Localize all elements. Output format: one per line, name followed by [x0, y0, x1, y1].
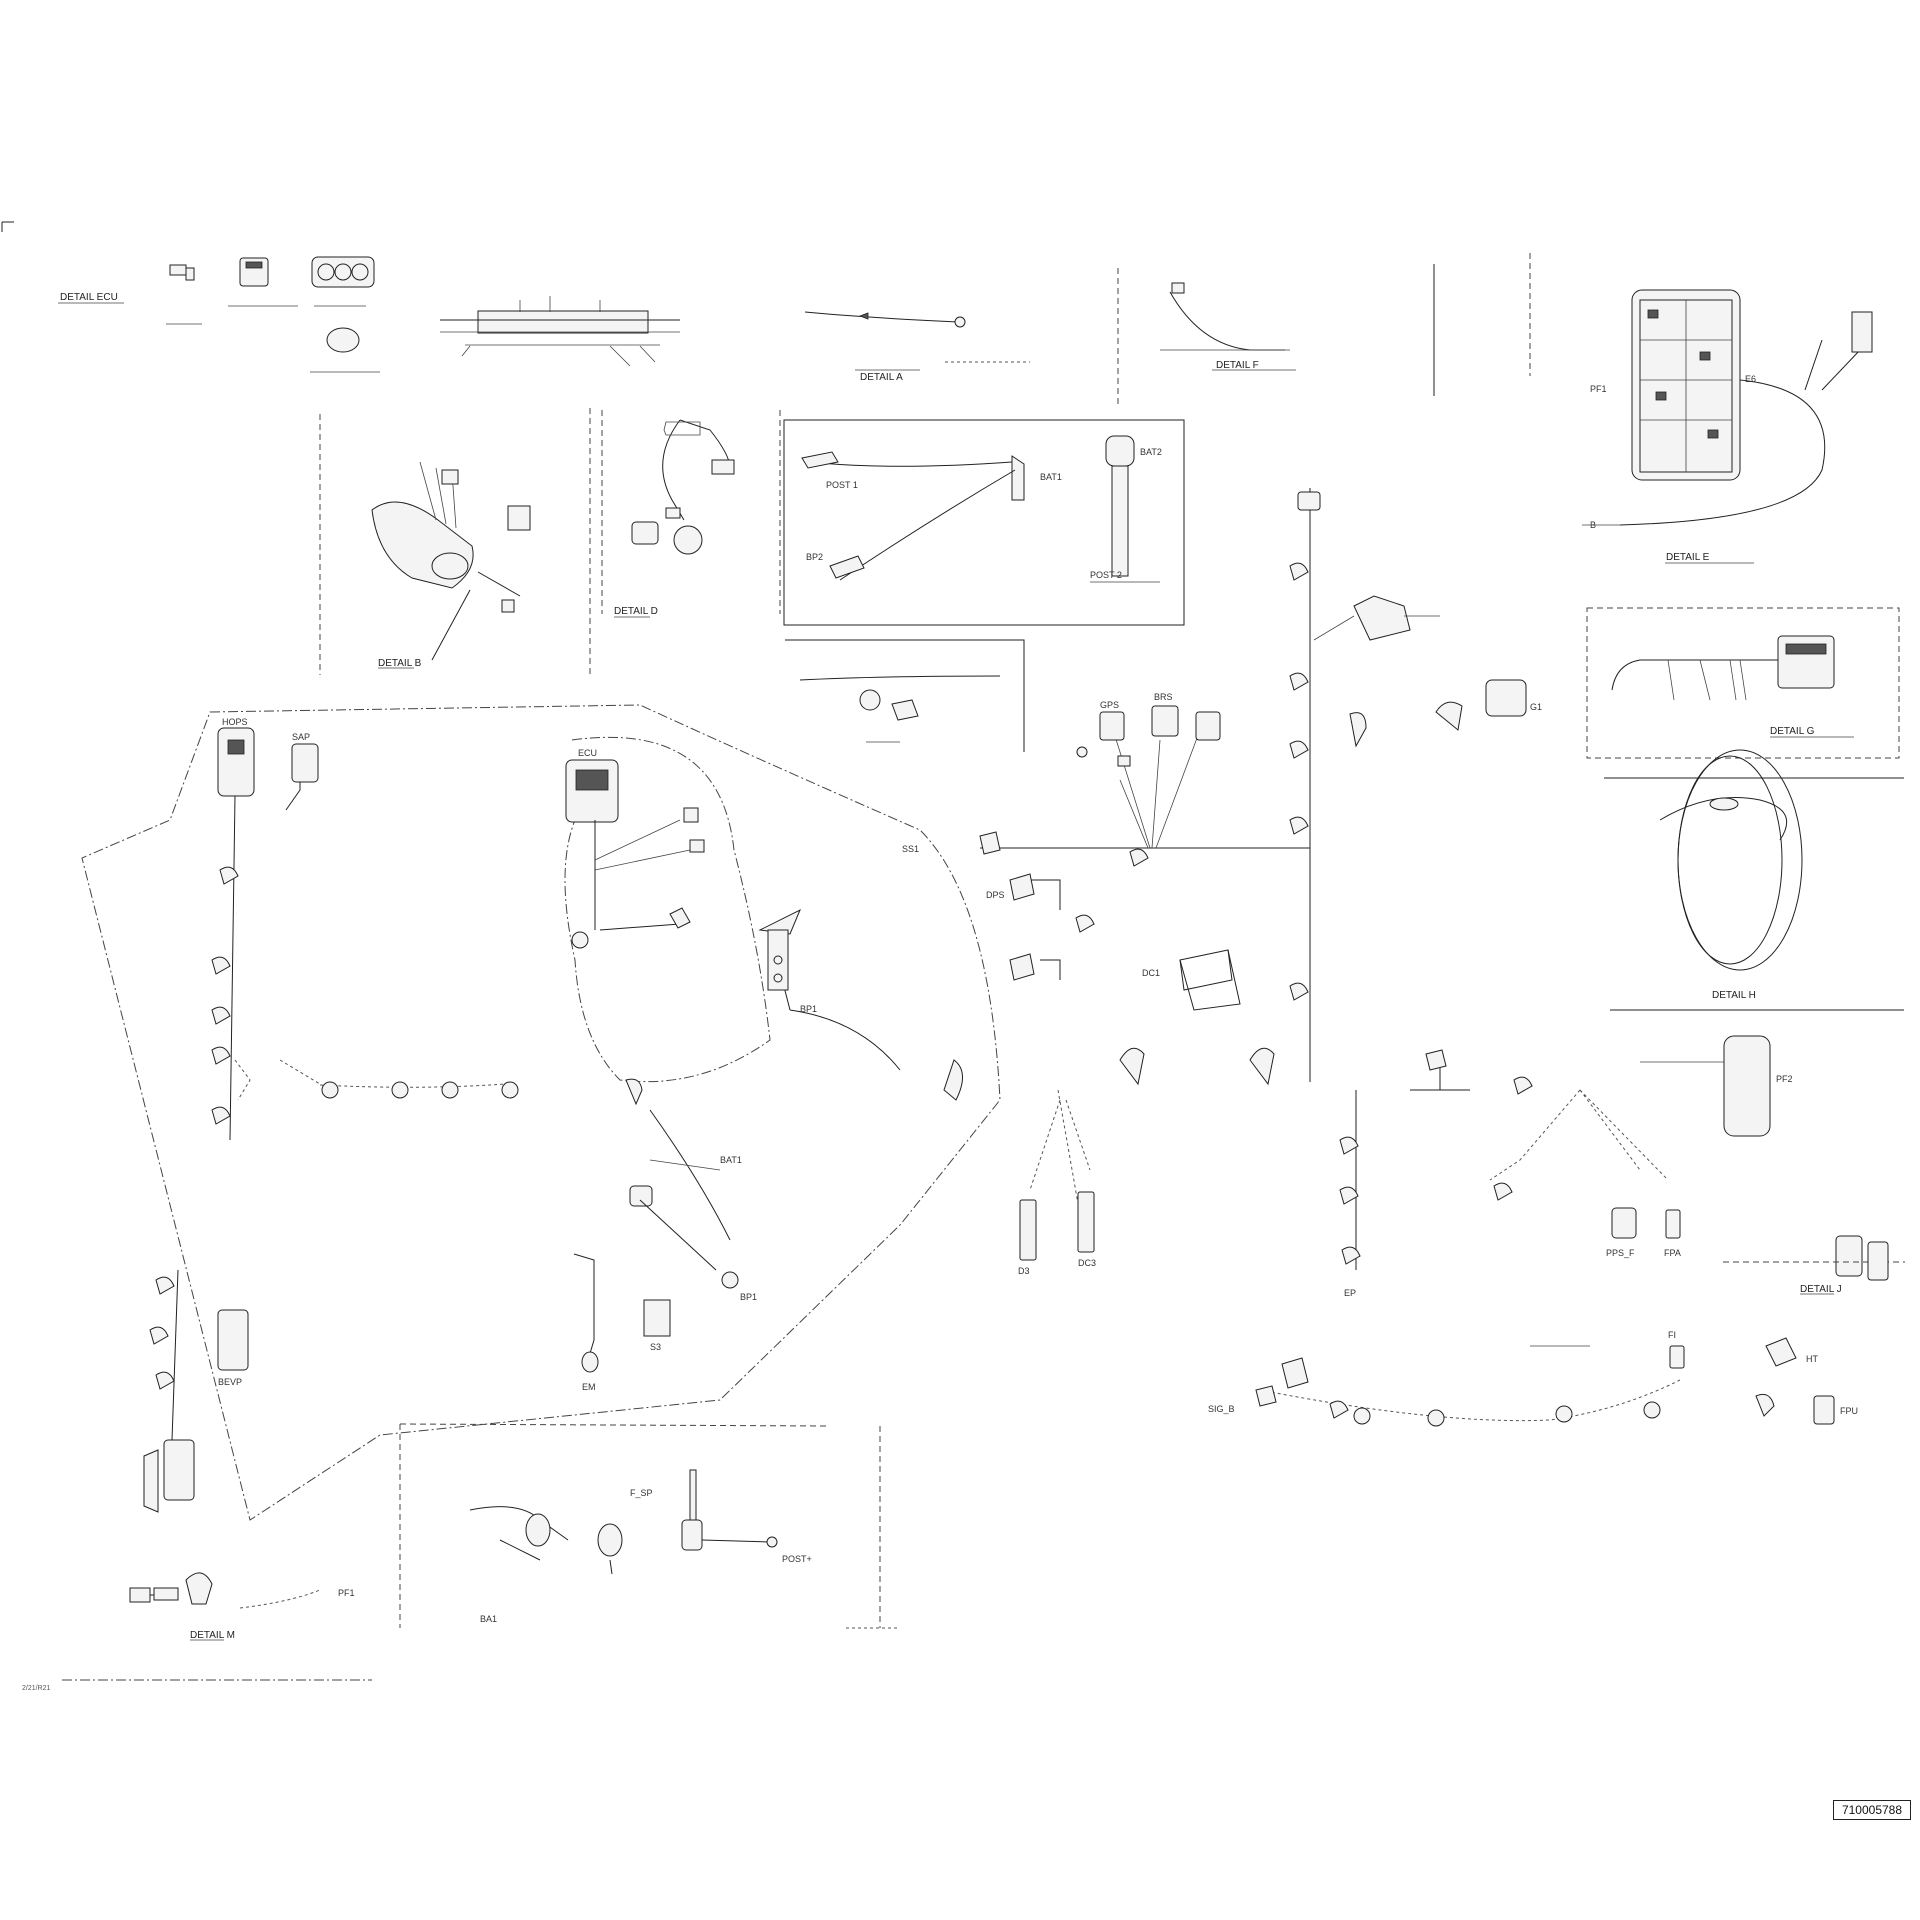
- post1-label: POST 1: [826, 480, 858, 490]
- brs-label: BRS: [1154, 692, 1173, 702]
- ep-label: EP: [1344, 1288, 1356, 1298]
- post-plus-label: POST+: [782, 1554, 812, 1564]
- bat1-lower-label: BAT1: [720, 1155, 742, 1165]
- fpa-label: FPA: [1664, 1248, 1681, 1258]
- detail-h-title: DETAIL H: [1712, 990, 1756, 1001]
- dc3-label: DC3: [1078, 1258, 1096, 1268]
- bottom-terminal-box: F_SP POST+ BA1: [399, 1423, 900, 1629]
- ba1-label: BA1: [480, 1614, 497, 1624]
- detail-j-title: DETAIL J: [1800, 1284, 1842, 1295]
- sig-b-label: SIG_B: [1208, 1404, 1235, 1414]
- bat1-label: BAT1: [1040, 472, 1062, 482]
- f-sp-label: F_SP: [630, 1488, 653, 1498]
- detail-a-title: DETAIL A: [860, 372, 903, 383]
- left-vertical-harness: HOPS SAP: [211, 717, 519, 1141]
- em-label: EM: [582, 1382, 596, 1392]
- bevp-label: BEVP: [218, 1377, 242, 1387]
- pf1-e-label: PF1: [1590, 384, 1607, 394]
- document-number: 710005788: [1833, 1800, 1911, 1820]
- ecu-label: ECU: [578, 748, 597, 758]
- bp2-label: BP2: [806, 552, 823, 562]
- ht-label: HT: [1806, 1354, 1818, 1364]
- bat2-label: BAT2: [1140, 447, 1162, 457]
- e6-label: E6: [1745, 374, 1756, 384]
- detail-b-bracket: DETAIL B: [319, 408, 591, 675]
- detail-m-box: DETAIL M PF1: [62, 1572, 372, 1681]
- detail-e-title: DETAIL E: [1666, 552, 1710, 563]
- pf1-m-label: PF1: [338, 1588, 355, 1598]
- detail-ecu-group: DETAIL ECU: [58, 256, 380, 373]
- detail-f-title: DETAIL F: [1216, 360, 1259, 371]
- b-e-label: B: [1590, 520, 1596, 530]
- detail-d-sensor: DETAIL D: [601, 410, 781, 618]
- detail-e-fusebox: E6 PF1 B DETAIL E: [1582, 289, 1873, 564]
- top-harness-strip: [440, 296, 680, 367]
- detail-b-title: DETAIL B: [378, 658, 422, 669]
- fpu-label: FPU: [1840, 1406, 1858, 1416]
- detail-ecu-title: DETAIL ECU: [60, 292, 118, 303]
- battery-lower-detail: BAT1 BP1 S3 EM: [573, 1078, 757, 1392]
- detail-g-box: DETAIL G: [1586, 607, 1900, 759]
- hops-label: HOPS: [222, 717, 248, 727]
- battery-cable-box: POST 1 BAT1 BP2 BAT2 POST 2: [783, 419, 1185, 626]
- d3-label: D3: [1018, 1266, 1030, 1276]
- detail-g-title: DETAIL G: [1770, 726, 1815, 737]
- gps-label: GPS: [1100, 700, 1119, 710]
- detail-j-box: DETAIL J: [1723, 1241, 1905, 1295]
- g1-label: G1: [1530, 702, 1542, 712]
- bp1-lower-label: BP1: [740, 1292, 757, 1302]
- pf2-label: PF2: [1776, 1074, 1793, 1084]
- lower-center-harness: SIG_B FI HT FPU: [1208, 1330, 1858, 1427]
- post2-label: POST 2: [1090, 570, 1122, 580]
- detail-f-curve: DETAIL F: [1117, 253, 1531, 405]
- lower-left-harness: BEVP: [143, 1269, 249, 1513]
- right-branch-harness: EP PF2 PPS_F FPA: [1339, 1035, 1863, 1298]
- ground-detail-box: [785, 639, 1025, 752]
- ss1-label: SS1: [902, 844, 919, 854]
- dps-label: DPS: [986, 890, 1005, 900]
- left-main-outline: [81, 704, 1001, 1521]
- sap-label: SAP: [292, 732, 310, 742]
- bp1-label: BP1: [800, 1004, 817, 1014]
- center-trunk-harness: SS1 DPS GPS BRS DC1 D3 DC3 G1: [902, 488, 1542, 1276]
- small-ref-text: 2/21/R21: [22, 1685, 51, 1692]
- detail-m-title: DETAIL M: [190, 1630, 235, 1641]
- top-wire-connector: DETAIL A: [804, 311, 1030, 383]
- detail-h-cable: DETAIL H: [1604, 749, 1904, 1011]
- dc1-label: DC1: [1142, 968, 1160, 978]
- s3-label: S3: [650, 1342, 661, 1352]
- pps-f-label: PPS_F: [1606, 1248, 1635, 1258]
- fi-label: FI: [1668, 1330, 1676, 1340]
- center-ecu-cluster: ECU BP1: [564, 736, 963, 1101]
- detail-d-title: DETAIL D: [614, 606, 658, 617]
- corner-mark: [1, 221, 14, 232]
